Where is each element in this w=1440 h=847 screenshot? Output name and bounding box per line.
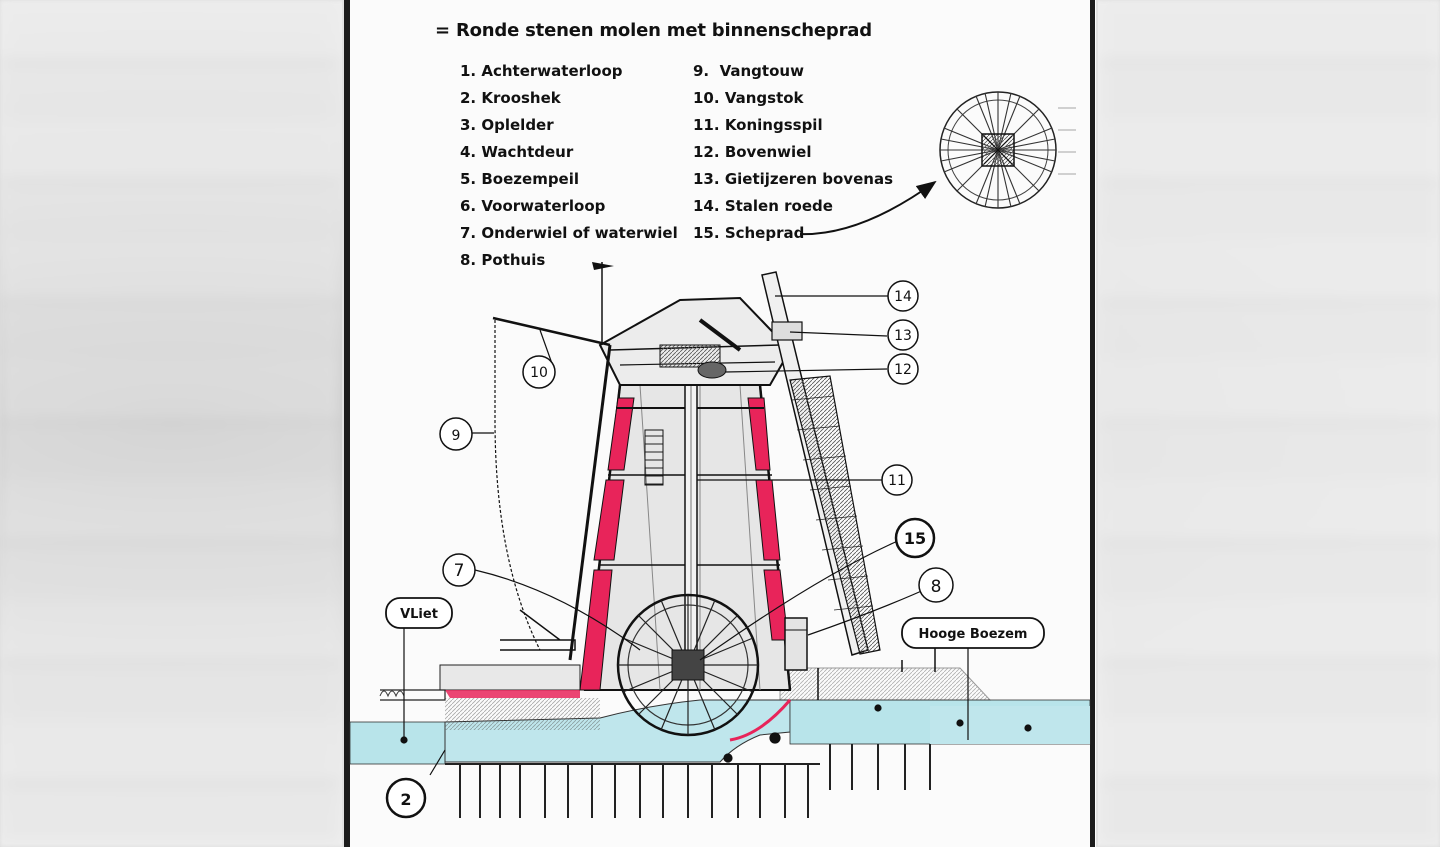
mill-sail <box>761 271 881 656</box>
legend-number: 10. <box>693 89 720 107</box>
callout-14: 14 <box>887 280 919 312</box>
legend-item: 15. Scheprad <box>693 224 804 242</box>
legend-number: 11. <box>693 116 720 134</box>
legend-item: 9. Vangtouw <box>693 62 804 80</box>
callout-11-number: 11 <box>888 473 906 489</box>
legend-item: 7. Onderwiel of waterwiel <box>460 224 678 242</box>
legend-number: 15. <box>693 224 720 242</box>
legend-item: 8. Pothuis <box>460 251 545 269</box>
legend-number: 12. <box>693 143 720 161</box>
callout-9: 9 <box>439 417 473 451</box>
callout-8: 8 <box>918 567 954 603</box>
legend-label: Wachtdeur <box>481 143 574 161</box>
callout-8-number: 8 <box>931 577 942 597</box>
callout-13-number: 13 <box>894 328 912 344</box>
legend-number: 7. <box>460 224 477 242</box>
embankment-posts <box>817 648 936 700</box>
legend-label: Boezempeil <box>481 170 580 188</box>
ground-embankments <box>379 664 992 730</box>
legend-label: Vangstok <box>724 89 804 107</box>
legend-label: Bovenwiel <box>724 143 812 161</box>
legend-label: Oplelder <box>481 116 554 134</box>
label-hooge-boezem-text: Hooge Boezem <box>919 627 1028 642</box>
callout-14-number: 14 <box>894 289 912 305</box>
callout-2: 2 <box>385 777 427 819</box>
callout-7: 7 <box>442 553 476 587</box>
legend-number: 8. <box>460 251 477 269</box>
legend-item: 13. Gietijzeren bovenas <box>693 170 893 188</box>
water-wheel <box>616 593 792 742</box>
sheet-right-border <box>1090 0 1095 847</box>
callout-12-number: 12 <box>894 362 912 378</box>
label-hooge-boezem: Hooge Boezem <box>901 617 1045 649</box>
legend-label: Onderwiel of waterwiel <box>481 224 678 242</box>
legend-number: 3. <box>460 116 477 134</box>
mill-cap <box>592 262 792 386</box>
legend-label: Krooshek <box>481 89 561 107</box>
legend-item: 4. Wachtdeur <box>460 143 573 161</box>
legend-label: Stalen roede <box>724 197 833 215</box>
callout-12: 12 <box>887 353 919 385</box>
legend-label: Vangtouw <box>719 62 804 80</box>
callout-15: 15 <box>894 517 936 559</box>
sheet-left-border <box>344 0 350 847</box>
legend-label: Scheprad <box>724 224 805 242</box>
legend-item: 3. Oplelder <box>460 116 554 134</box>
mill-tower <box>579 384 792 691</box>
pothuis <box>784 617 808 671</box>
callout-15-number: 15 <box>904 529 926 548</box>
callout-2-number: 2 <box>400 790 411 809</box>
legend-label: Koningsspil <box>724 116 823 134</box>
label-vliet: VLiet <box>385 597 453 629</box>
legend-label: Gietijzeren bovenas <box>724 170 893 188</box>
callout-11: 11 <box>881 464 913 496</box>
legend-number: 13. <box>693 170 720 188</box>
legend-number: 1. <box>460 62 477 80</box>
water-areas <box>349 699 1091 765</box>
callout-10-number: 10 <box>530 365 548 381</box>
legend-item: 12. Bovenwiel <box>693 143 812 161</box>
callout-9-number: 9 <box>452 428 461 444</box>
legend-item: 11. Koningsspil <box>693 116 823 134</box>
callout-13: 13 <box>887 319 919 351</box>
diagram-title: = Ronde stenen molen met binnenscheprad <box>435 20 872 41</box>
legend-item: 14. Stalen roede <box>693 197 833 215</box>
foundation-piles <box>459 744 931 818</box>
legend-number: 14. <box>693 197 720 215</box>
legend-item: 5. Boezempeil <box>460 170 579 188</box>
legend-number: 2. <box>460 89 477 107</box>
legend-label: Pothuis <box>481 251 546 269</box>
legend-number: 4. <box>460 143 477 161</box>
legend-item: 6. Voorwaterloop <box>460 197 605 215</box>
legend-item: 2. Krooshek <box>460 89 561 107</box>
inset-scheprad-wheel <box>939 91 1076 209</box>
legend-item: 10. Vangstok <box>693 89 804 107</box>
legend-number: 5. <box>460 170 477 188</box>
legend-number: 6. <box>460 197 477 215</box>
legend-label: Achterwaterloop <box>481 62 623 80</box>
label-vliet-text: VLiet <box>400 607 438 622</box>
callout-7-number: 7 <box>454 561 465 581</box>
legend-item: 1. Achterwaterloop <box>460 62 623 80</box>
brake-lever-and-rope <box>492 316 612 661</box>
legend-number: 9. <box>693 62 710 80</box>
callout-10: 10 <box>522 355 556 389</box>
legend-label: Voorwaterloop <box>481 197 606 215</box>
scheprad-pointer-arrow <box>799 180 937 236</box>
